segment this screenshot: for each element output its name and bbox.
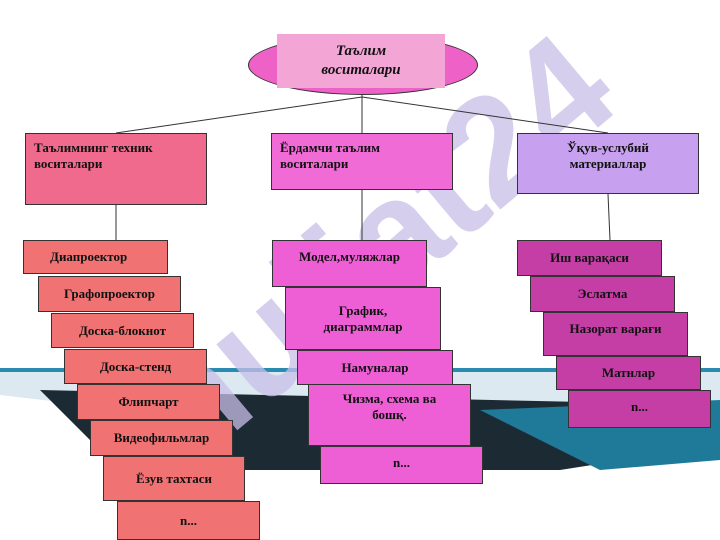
list-item: Матнлар [556,356,701,390]
list-item: Чизма, схема ва бошқ. [308,384,471,446]
root-node-label: Таълим воситалари [277,34,445,88]
root-title-line1: Таълим [335,42,387,59]
list-item: n... [568,390,711,428]
list-item: График, диаграммлар [285,287,441,350]
list-item: Доска-стенд [64,349,207,384]
category-methodical-materials: Ўқув-услубий материаллар [517,133,699,194]
category-title-line1: Ёрдамчи таълим [280,140,380,155]
list-item-label-line2: диаграммлар [323,318,403,334]
list-item: Флипчарт [77,384,220,420]
list-item: Назорат варағи [543,312,688,356]
list-item: Намуналар [297,350,453,385]
list-item-label: Намуналар [341,359,409,375]
category-title-line2: воситалари [34,155,103,171]
category-auxiliary-means: Ёрдамчи таълим воситалари [271,133,453,190]
list-item: n... [117,501,260,540]
list-item-label: Модел,муляжлар [299,249,400,264]
list-item: Ёзув тахтаси [103,456,245,501]
list-item-label-line1: Чизма, схема ва [342,391,437,406]
category-title-line1: Ўқув-услубий [567,140,649,155]
category-technical-means: Таълимнинг техник воситалари [25,133,207,205]
category-title-line1: Таълимнинг техник [34,140,153,155]
list-item: Эслатма [530,276,675,312]
category-title-line2: воситалари [280,155,349,171]
list-item: Доска-блокнот [51,313,194,348]
list-item-label: n... [393,455,410,470]
list-item: Иш варақаси [517,240,662,276]
category-title-line2: материаллар [569,155,647,171]
list-item: Видеофильмлар [90,420,233,456]
list-item-label-line2: бошқ. [372,406,407,422]
list-item: Диапроектор [23,240,168,274]
root-title-line2: воситалари [321,62,401,78]
list-item: Модел,муляжлар [272,240,427,287]
list-item: Графопроектор [38,276,181,312]
list-item: n... [320,446,483,484]
list-item-label-line1: График, [338,302,388,318]
